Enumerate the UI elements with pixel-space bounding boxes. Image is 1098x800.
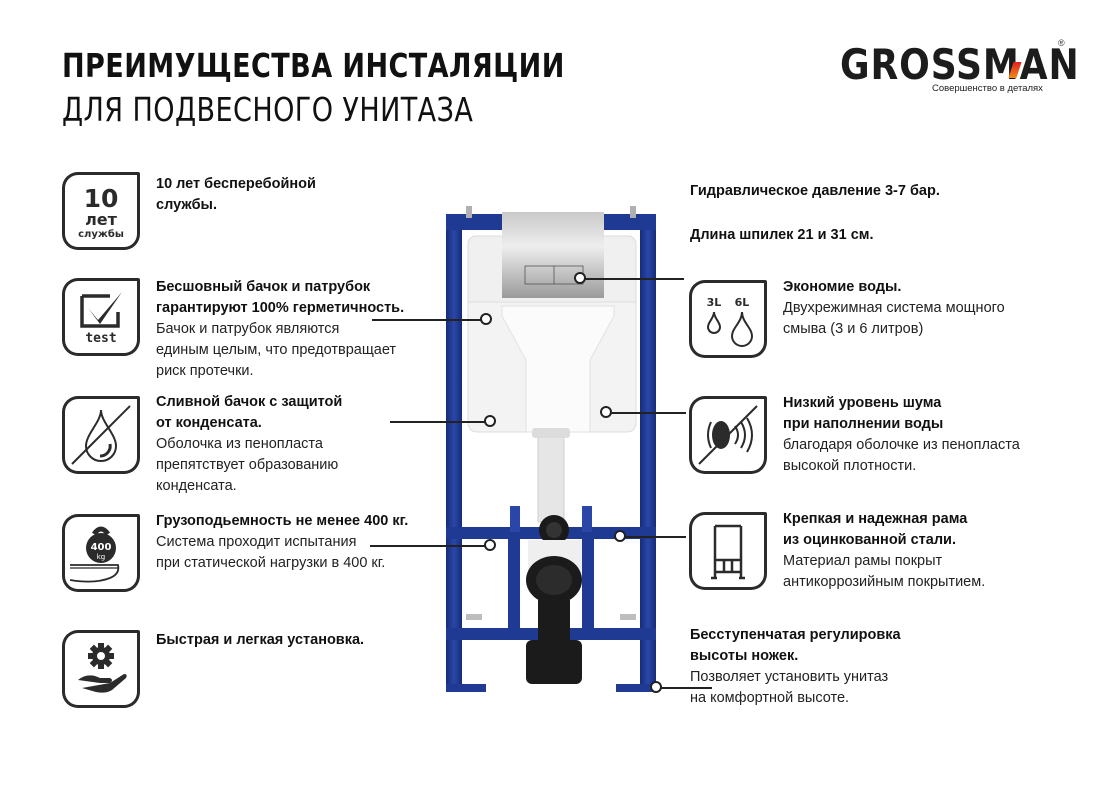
feature-seamless-tank: Бесшовный бачок и патрубок гарантируют 1… bbox=[156, 279, 405, 379]
svg-text:6L: 6L bbox=[735, 296, 750, 309]
svg-text:лет: лет bbox=[85, 210, 118, 229]
callout-dot-water-saving bbox=[574, 272, 586, 284]
brand-name: GROSSMAN bbox=[840, 40, 1080, 89]
svg-text:10: 10 bbox=[84, 184, 119, 213]
low-noise-speaker-icon bbox=[689, 396, 767, 474]
feature-steel-frame: Крепкая и надежная рама из оцинкованной … bbox=[783, 511, 986, 590]
feature-height-adjustment: Бесступенчатая регулировка высоты ножек.… bbox=[690, 627, 901, 706]
callout-dot-low-noise bbox=[600, 406, 612, 418]
callout-line-height-adjust bbox=[660, 687, 712, 689]
feature-condensation-protection: Сливной бачок с защитой от конденсата. О… bbox=[156, 394, 343, 494]
callout-dot-seamless-tank bbox=[480, 313, 492, 325]
feature-easy-install: Быстрая и легкая установка. bbox=[156, 632, 365, 648]
callout-line-steel-frame bbox=[622, 536, 686, 538]
svg-text:400: 400 bbox=[91, 542, 112, 553]
svg-text:test: test bbox=[85, 331, 116, 346]
checkmark-test-icon: test bbox=[62, 278, 140, 356]
callout-line-load bbox=[370, 545, 492, 547]
callout-dot-steel-frame bbox=[614, 530, 626, 542]
gear-in-hand-icon bbox=[62, 630, 140, 708]
spec-stud-length: Длина шпилек 21 и 31 см. bbox=[690, 227, 874, 243]
svg-text:kg: kg bbox=[97, 553, 106, 561]
steel-frame-icon bbox=[689, 512, 767, 590]
kettlebell-load-icon: 400 kg bbox=[62, 514, 140, 592]
feature-load-capacity: Грузоподьемность не менее 400 кг. Систем… bbox=[156, 513, 409, 571]
feature-water-saving: Экономие воды. Двухрежимная система мощн… bbox=[783, 279, 1005, 337]
svg-text:службы: службы bbox=[78, 228, 124, 240]
registered-mark: ® bbox=[1058, 38, 1065, 48]
installation-frame-illustration bbox=[446, 206, 656, 692]
ten-years-service-icon: 10 лет службы bbox=[62, 172, 140, 250]
feature-low-noise: Низкий уровень шума при наполнении воды … bbox=[783, 395, 1020, 474]
dual-flush-drops-icon: 3L 6L bbox=[689, 280, 767, 358]
page-title: ПРЕИМУЩЕСТВА ИНСТАЛЯЦИИ bbox=[62, 46, 565, 85]
page-subtitle: ДЛЯ ПОДВЕСНОГО УНИТАЗА bbox=[62, 90, 474, 129]
spec-hydraulic-pressure: Гидравлическое давление 3-7 бар. bbox=[690, 183, 940, 199]
svg-text:3L: 3L bbox=[707, 296, 722, 309]
callout-dot-condensation bbox=[484, 415, 496, 427]
callout-line-water-saving bbox=[582, 278, 684, 280]
callout-dot-load bbox=[484, 539, 496, 551]
no-condensation-drop-icon bbox=[62, 396, 140, 474]
callout-line-condensation bbox=[390, 421, 486, 423]
callout-line-low-noise bbox=[608, 412, 686, 414]
callout-line-seamless-tank bbox=[372, 319, 484, 321]
feature-ten-years: 10 лет бесперебойной службы. bbox=[156, 176, 316, 213]
callout-dot-height-adjust bbox=[650, 681, 662, 693]
brand-logo: GROSSMAN ® Совершенство в деталях bbox=[840, 38, 1079, 94]
brand-tagline: Совершенство в деталях bbox=[932, 83, 1043, 94]
